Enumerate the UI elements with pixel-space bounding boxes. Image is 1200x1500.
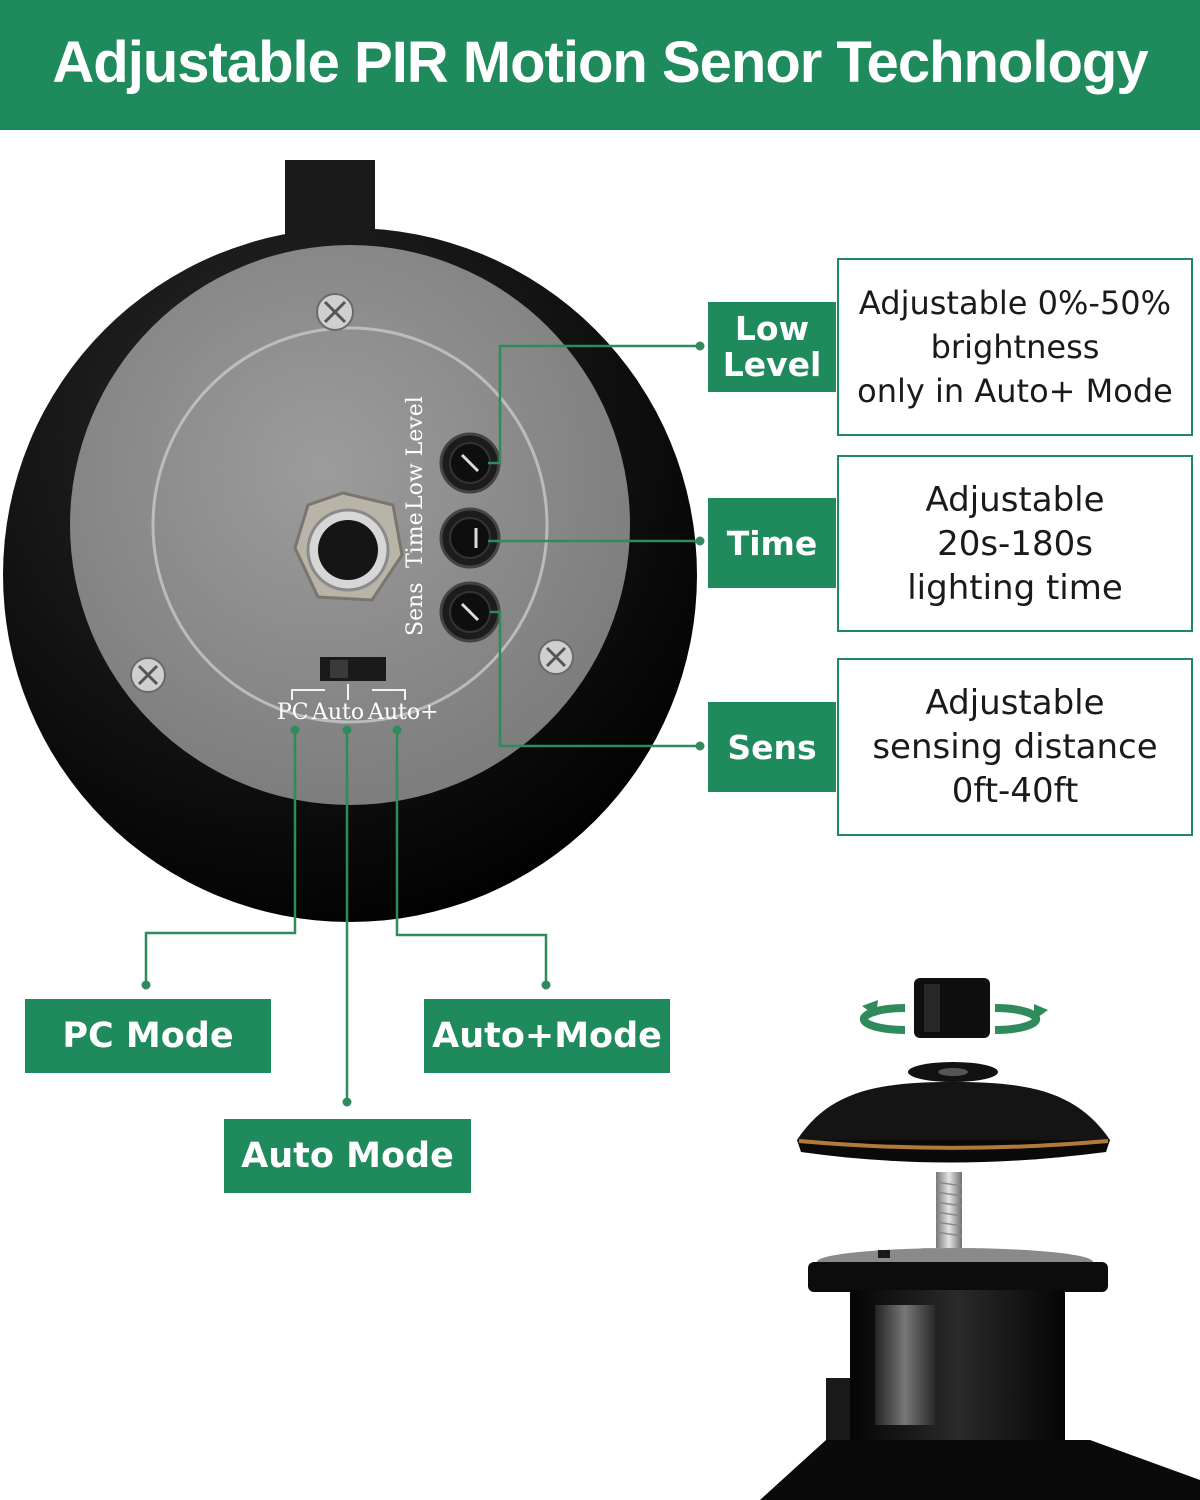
label-time: Time bbox=[708, 498, 836, 588]
desc-sens-line: 0ft-40ft bbox=[951, 771, 1079, 811]
exploded-assembly bbox=[760, 978, 1200, 1500]
low-level-knob[interactable] bbox=[439, 432, 501, 494]
lamp-shade bbox=[760, 1440, 1200, 1500]
desc-low-level-line: Adjustable 0%-50% bbox=[858, 284, 1172, 322]
dome-cover bbox=[797, 1082, 1110, 1140]
switch-label-pc: PC bbox=[277, 700, 309, 725]
header-banner: Adjustable PIR Motion Senor Technology bbox=[0, 0, 1200, 130]
desc-sens-line: Adjustable bbox=[925, 683, 1105, 723]
desc-time-line: Adjustable bbox=[925, 479, 1105, 520]
leader-lines-right bbox=[488, 344, 700, 748]
desc-time: Adjustable 20s-180s lighting time bbox=[837, 455, 1193, 632]
screw-icon bbox=[130, 657, 166, 693]
knob-label-low-level: Low Level bbox=[403, 396, 428, 510]
label-low-level-line1: Low bbox=[734, 309, 810, 348]
desc-sens-line: sensing distance bbox=[872, 727, 1158, 767]
label-time-text: Time bbox=[726, 523, 818, 563]
mode-switch[interactable] bbox=[291, 657, 406, 700]
desc-sens: Adjustable sensing distance 0ft-40ft bbox=[837, 658, 1193, 836]
desc-time-line: lighting time bbox=[907, 567, 1123, 608]
screw-icon bbox=[538, 639, 574, 675]
label-auto-plus-mode-text: Auto+Mode bbox=[432, 1016, 662, 1056]
leader-dots-bottom bbox=[141, 725, 551, 1107]
label-pc-mode: PC Mode bbox=[25, 999, 271, 1073]
desc-low-level: Adjustable 0%-50% brightness only in Aut… bbox=[837, 258, 1193, 436]
switch-label-auto-plus: Auto+ bbox=[367, 700, 439, 725]
leader-lines-bottom bbox=[144, 730, 548, 1102]
label-auto-mode: Auto Mode bbox=[224, 1119, 471, 1193]
label-auto-plus-mode: Auto+Mode bbox=[424, 999, 670, 1073]
pir-lens bbox=[875, 1305, 935, 1425]
screw-icon bbox=[316, 293, 354, 331]
rotate-arrow-icon bbox=[860, 1004, 906, 1034]
desc-low-level-line: only in Auto+ Mode bbox=[857, 372, 1173, 410]
switch-label-auto: Auto bbox=[311, 700, 364, 725]
knob-label-time: Time bbox=[403, 512, 428, 568]
hex-nut-icon bbox=[293, 491, 404, 602]
label-low-level: Low Level bbox=[708, 302, 836, 392]
knob-label-sens: Sens bbox=[403, 582, 428, 636]
label-sens-text: Sens bbox=[727, 727, 817, 767]
panel-ring bbox=[151, 326, 549, 724]
label-low-level-line2: Level bbox=[722, 345, 822, 384]
label-pc-mode-text: PC Mode bbox=[62, 1016, 234, 1056]
label-auto-mode-text: Auto Mode bbox=[241, 1136, 454, 1176]
desc-low-level-line: brightness bbox=[930, 328, 1100, 366]
desc-time-line: 20s-180s bbox=[937, 523, 1093, 564]
time-knob[interactable] bbox=[439, 507, 501, 569]
label-sens: Sens bbox=[708, 702, 836, 792]
leader-dots-right bbox=[695, 341, 705, 751]
page-title: Adjustable PIR Motion Senor Technology bbox=[52, 30, 1148, 95]
